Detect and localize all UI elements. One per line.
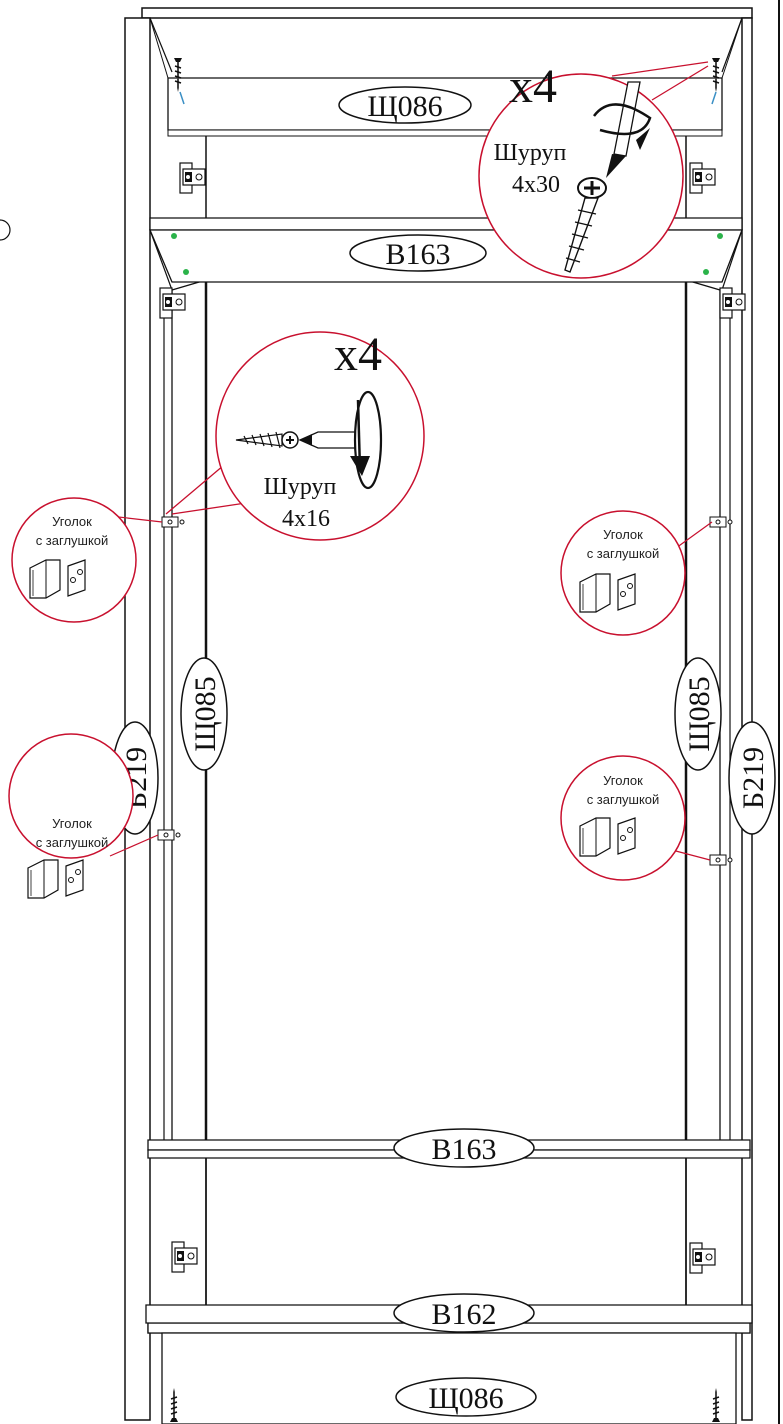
svg-text:Б219: Б219 bbox=[737, 747, 770, 809]
screw-name-label: Шуруп bbox=[264, 474, 337, 500]
svg-text:Щ086: Щ086 bbox=[428, 1382, 503, 1415]
callout-bracket-left-upper: Уголок с заглушкой bbox=[11, 497, 163, 623]
dowel-marker bbox=[717, 233, 723, 239]
callout-screw-4x30: x4 Шуруп 4x30 bbox=[478, 60, 709, 279]
svg-text:В163: В163 bbox=[385, 238, 450, 271]
label-bottom-rail: В162 bbox=[393, 1293, 535, 1333]
svg-text:с заглушкой: с заглушкой bbox=[587, 792, 660, 807]
svg-text:В163: В163 bbox=[431, 1133, 496, 1166]
dowel-marker bbox=[703, 269, 709, 275]
dowel-marker bbox=[183, 269, 189, 275]
edge-marker bbox=[0, 219, 11, 241]
left-side-panel bbox=[124, 17, 151, 1421]
hinge-icon bbox=[689, 162, 716, 194]
callout-bracket-right-lower: Уголок с заглушкой bbox=[560, 755, 711, 881]
screw-name-label: Шуруп bbox=[494, 140, 567, 166]
dowel-marker bbox=[171, 233, 177, 239]
corner-bracket-icon bbox=[709, 854, 733, 866]
callout-bracket-left-lower: Уголок с заглушкой bbox=[8, 733, 159, 899]
label-left-back-panel: Щ085 bbox=[180, 657, 228, 771]
svg-text:с заглушкой: с заглушкой bbox=[36, 835, 109, 850]
label-top-panel: Щ086 bbox=[338, 86, 472, 124]
hinge-icon bbox=[689, 1242, 716, 1274]
svg-text:с заглушкой: с заглушкой bbox=[36, 533, 109, 548]
label-upper-shelf: В163 bbox=[349, 234, 487, 272]
label-lower-shelf: В163 bbox=[393, 1128, 535, 1168]
screw-size-label: 4x30 bbox=[512, 172, 560, 198]
label-right-back-panel: Щ085 bbox=[674, 657, 722, 771]
label-right-side: Б219 bbox=[728, 721, 776, 835]
svg-text:Щ085: Щ085 bbox=[189, 676, 222, 751]
corner-bracket-icon bbox=[709, 516, 733, 528]
callout-bracket-right-upper: Уголок с заглушкой bbox=[560, 510, 713, 636]
svg-text:Уголок: Уголок bbox=[603, 527, 643, 542]
svg-text:Щ086: Щ086 bbox=[367, 90, 442, 123]
top-cap bbox=[141, 7, 753, 19]
right-side-panel bbox=[741, 17, 753, 1421]
svg-text:Уголок: Уголок bbox=[603, 773, 643, 788]
label-bottom-panel: Щ086 bbox=[395, 1377, 537, 1417]
hinge-icon bbox=[179, 162, 206, 194]
svg-text:с заглушкой: с заглушкой bbox=[587, 546, 660, 561]
hinge-icon bbox=[171, 1241, 198, 1273]
svg-text:Уголок: Уголок bbox=[52, 816, 92, 831]
screw-size-label: 4x16 bbox=[282, 506, 330, 532]
callout-screw-4x16: x4 Шуруп 4x16 bbox=[165, 328, 425, 541]
svg-text:В162: В162 bbox=[431, 1298, 496, 1331]
svg-text:Уголок: Уголок bbox=[52, 514, 92, 529]
svg-text:Щ085: Щ085 bbox=[683, 676, 716, 751]
quantity-label: x4 bbox=[334, 328, 382, 381]
quantity-label: x4 bbox=[509, 60, 557, 113]
